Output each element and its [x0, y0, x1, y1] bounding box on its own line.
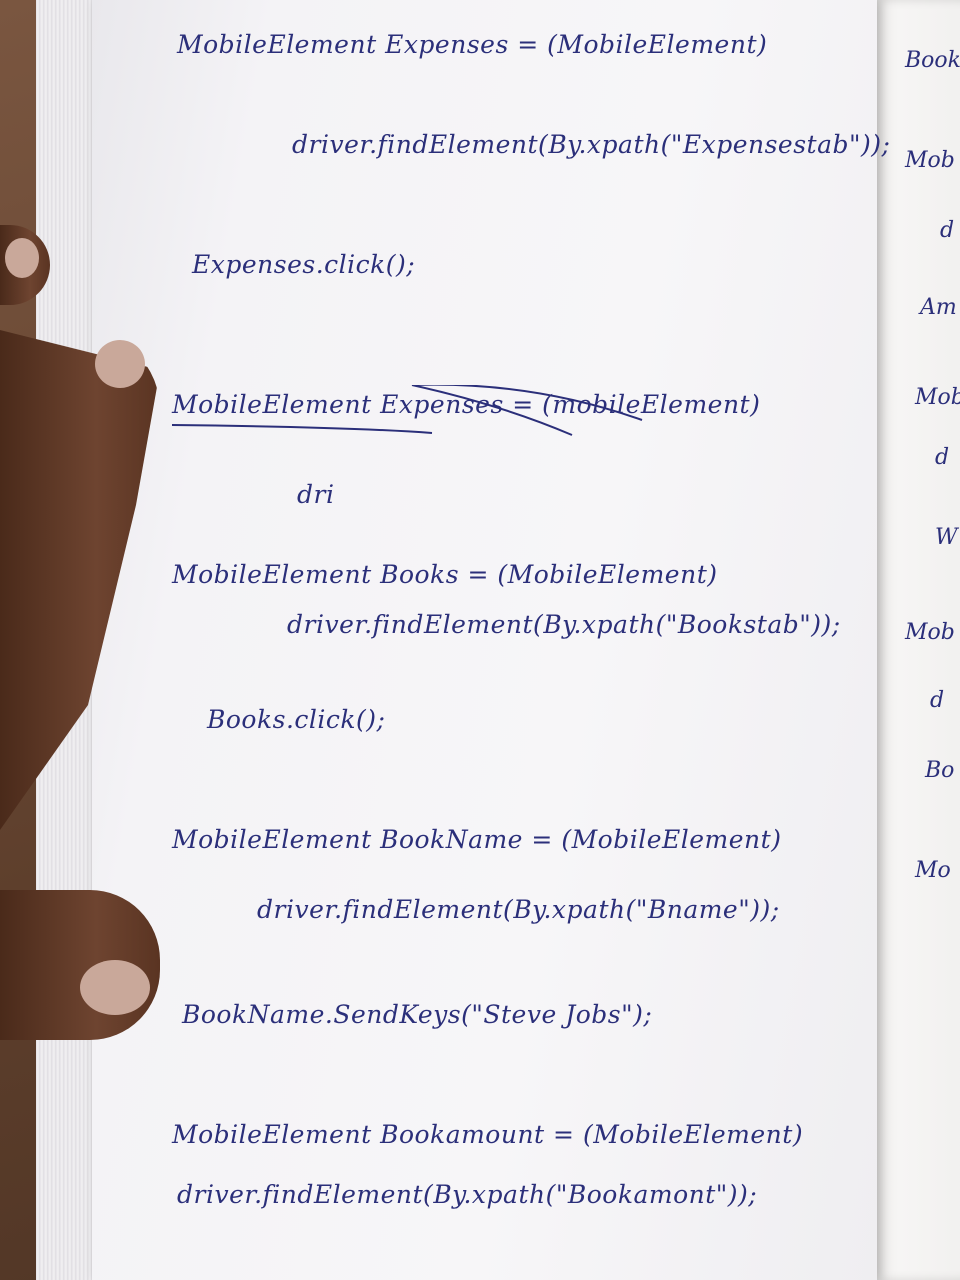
handwritten-line: driver.findElement(By.xpath("Bname"));	[257, 895, 780, 924]
handwritten-line: dri	[297, 480, 335, 509]
side-fragment: Mob	[905, 148, 955, 173]
side-fragment: W	[935, 525, 958, 550]
handwritten-line: driver.findElement(By.xpath("Expensestab…	[292, 130, 891, 159]
side-fragment: Mob	[915, 385, 960, 410]
fingernail	[80, 960, 150, 1015]
crossed-out-line: MobileElement Expenses = (mobileElement)	[172, 385, 760, 445]
side-fragment: d	[940, 218, 955, 243]
handwritten-line: BookName.SendKeys("Steve Jobs");	[182, 1000, 653, 1029]
handwritten-line: Expenses.click();	[192, 250, 416, 279]
handwritten-line: MobileElement BookName = (MobileElement)	[172, 825, 782, 854]
notebook-page: MobileElement Expenses = (MobileElement)…	[92, 0, 890, 1280]
handwritten-line: driver.findElement(By.xpath("Bookamont")…	[177, 1180, 758, 1209]
handwritten-line: driver.findElement(By.xpath("Bookstab"))…	[287, 610, 841, 639]
handwritten-line: Books.click();	[207, 705, 386, 734]
side-fragment: Mob	[905, 620, 955, 645]
handwritten-line: MobileElement Books = (MobileElement)	[172, 560, 718, 589]
handwritten-line: MobileElement Bookamount = (MobileElemen…	[172, 1120, 804, 1149]
side-fragment: Book	[905, 48, 960, 73]
handwritten-line: MobileElement Expenses = (mobileElement)	[172, 390, 761, 419]
fingernail	[5, 238, 39, 278]
fingernail	[95, 340, 145, 388]
side-fragment: d	[935, 445, 950, 470]
side-fragment: Bo	[925, 758, 955, 783]
handwritten-line: MobileElement Expenses = (MobileElement)	[177, 30, 768, 59]
side-fragment: d	[930, 688, 945, 713]
side-fragment: Mo	[915, 858, 951, 883]
strike-through-mark	[172, 385, 643, 436]
side-fragment: Am	[920, 295, 957, 320]
